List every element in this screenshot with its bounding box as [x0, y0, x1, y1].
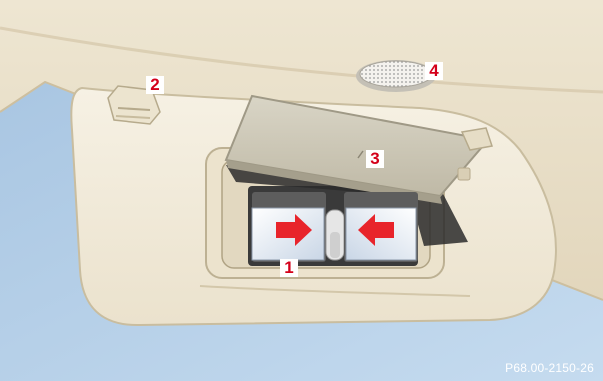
figure-code: P68.00-2150-26 [505, 361, 594, 375]
center-post-slot [330, 232, 340, 258]
callout-2: 2 [146, 76, 164, 94]
right-slide-button[interactable] [344, 192, 418, 262]
reading-lamp-icon [356, 60, 436, 92]
callout-4: 4 [425, 62, 443, 80]
left-slide-button[interactable] [252, 192, 326, 262]
callout-1: 1 [280, 259, 298, 277]
visor-pivot-screw [458, 168, 470, 180]
callout-3: 3 [366, 150, 384, 168]
